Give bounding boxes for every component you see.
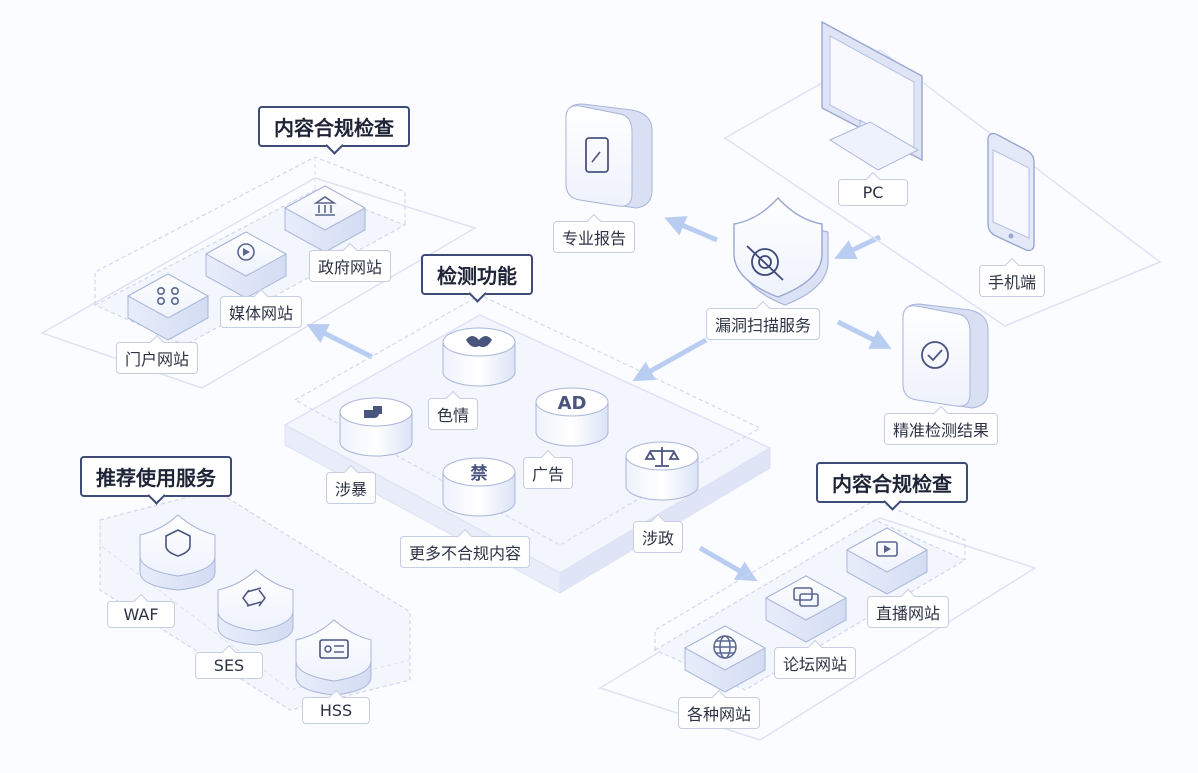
label-precise-result: 精准检测结果 <box>884 413 999 445</box>
label-live-site: 直播网站 <box>867 596 950 628</box>
label-waf: WAF <box>107 601 175 628</box>
label-mobile: 手机端 <box>979 265 1046 297</box>
server-media-icon <box>204 231 288 299</box>
label-vuln-scan-service: 漏洞扫描服务 <box>706 308 821 340</box>
result-cube-icon <box>902 303 989 409</box>
arrow-to-result <box>836 319 892 349</box>
server-portal-icon <box>126 273 210 341</box>
title-compliance-top: 内容合规检查 <box>258 106 410 147</box>
label-politics: 涉政 <box>633 521 684 553</box>
title-detection: 检测功能 <box>421 254 533 295</box>
label-portal-site: 门户网站 <box>116 342 199 374</box>
label-pc: PC <box>838 179 908 206</box>
label-hss: HSS <box>302 697 370 724</box>
title-recommended: 推荐使用服务 <box>80 456 232 497</box>
label-more-noncompliant: 更多不合规内容 <box>400 536 531 568</box>
label-media-site: 媒体网站 <box>220 296 303 328</box>
report-cube-icon <box>565 103 653 209</box>
hss-shield-icon <box>295 619 372 696</box>
pc-monitor-icon <box>821 20 923 171</box>
arrow-to-detection <box>632 337 708 382</box>
arrow-from-clients <box>834 234 882 260</box>
cylinder-politics-icon <box>625 441 699 501</box>
mobile-phone-icon <box>987 132 1035 252</box>
label-professional-report: 专业报告 <box>553 221 636 253</box>
server-government-icon <box>283 185 367 253</box>
shield-scan-icon <box>733 196 829 306</box>
arrow-to-report <box>664 216 718 243</box>
label-forum-site: 论坛网站 <box>774 647 857 679</box>
arrow-to-compliance-top <box>306 324 374 360</box>
label-porn: 色情 <box>428 398 479 430</box>
server-live-icon <box>845 527 929 595</box>
label-ad: 广告 <box>523 457 574 489</box>
label-ses: SES <box>195 652 263 679</box>
title-compliance-bottom: 内容合规检查 <box>816 462 968 503</box>
label-various-sites: 各种网站 <box>678 697 761 729</box>
cylinder-banned-icon: 禁 <box>442 457 516 517</box>
server-globe-icon <box>683 625 767 693</box>
cylinder-porn-icon <box>442 327 516 387</box>
waf-shield-icon <box>139 514 216 591</box>
cylinder-violence-icon <box>339 397 413 457</box>
ses-shield-icon <box>217 569 294 646</box>
ad-icon-text: AD <box>558 393 587 414</box>
banned-icon-text: 禁 <box>471 463 488 484</box>
label-violence: 涉暴 <box>326 472 377 504</box>
cylinder-ad-icon: AD <box>535 387 609 447</box>
server-forum-icon <box>764 575 848 643</box>
arrow-to-compliance-bottom <box>698 545 758 582</box>
label-government-site: 政府网站 <box>309 250 392 282</box>
